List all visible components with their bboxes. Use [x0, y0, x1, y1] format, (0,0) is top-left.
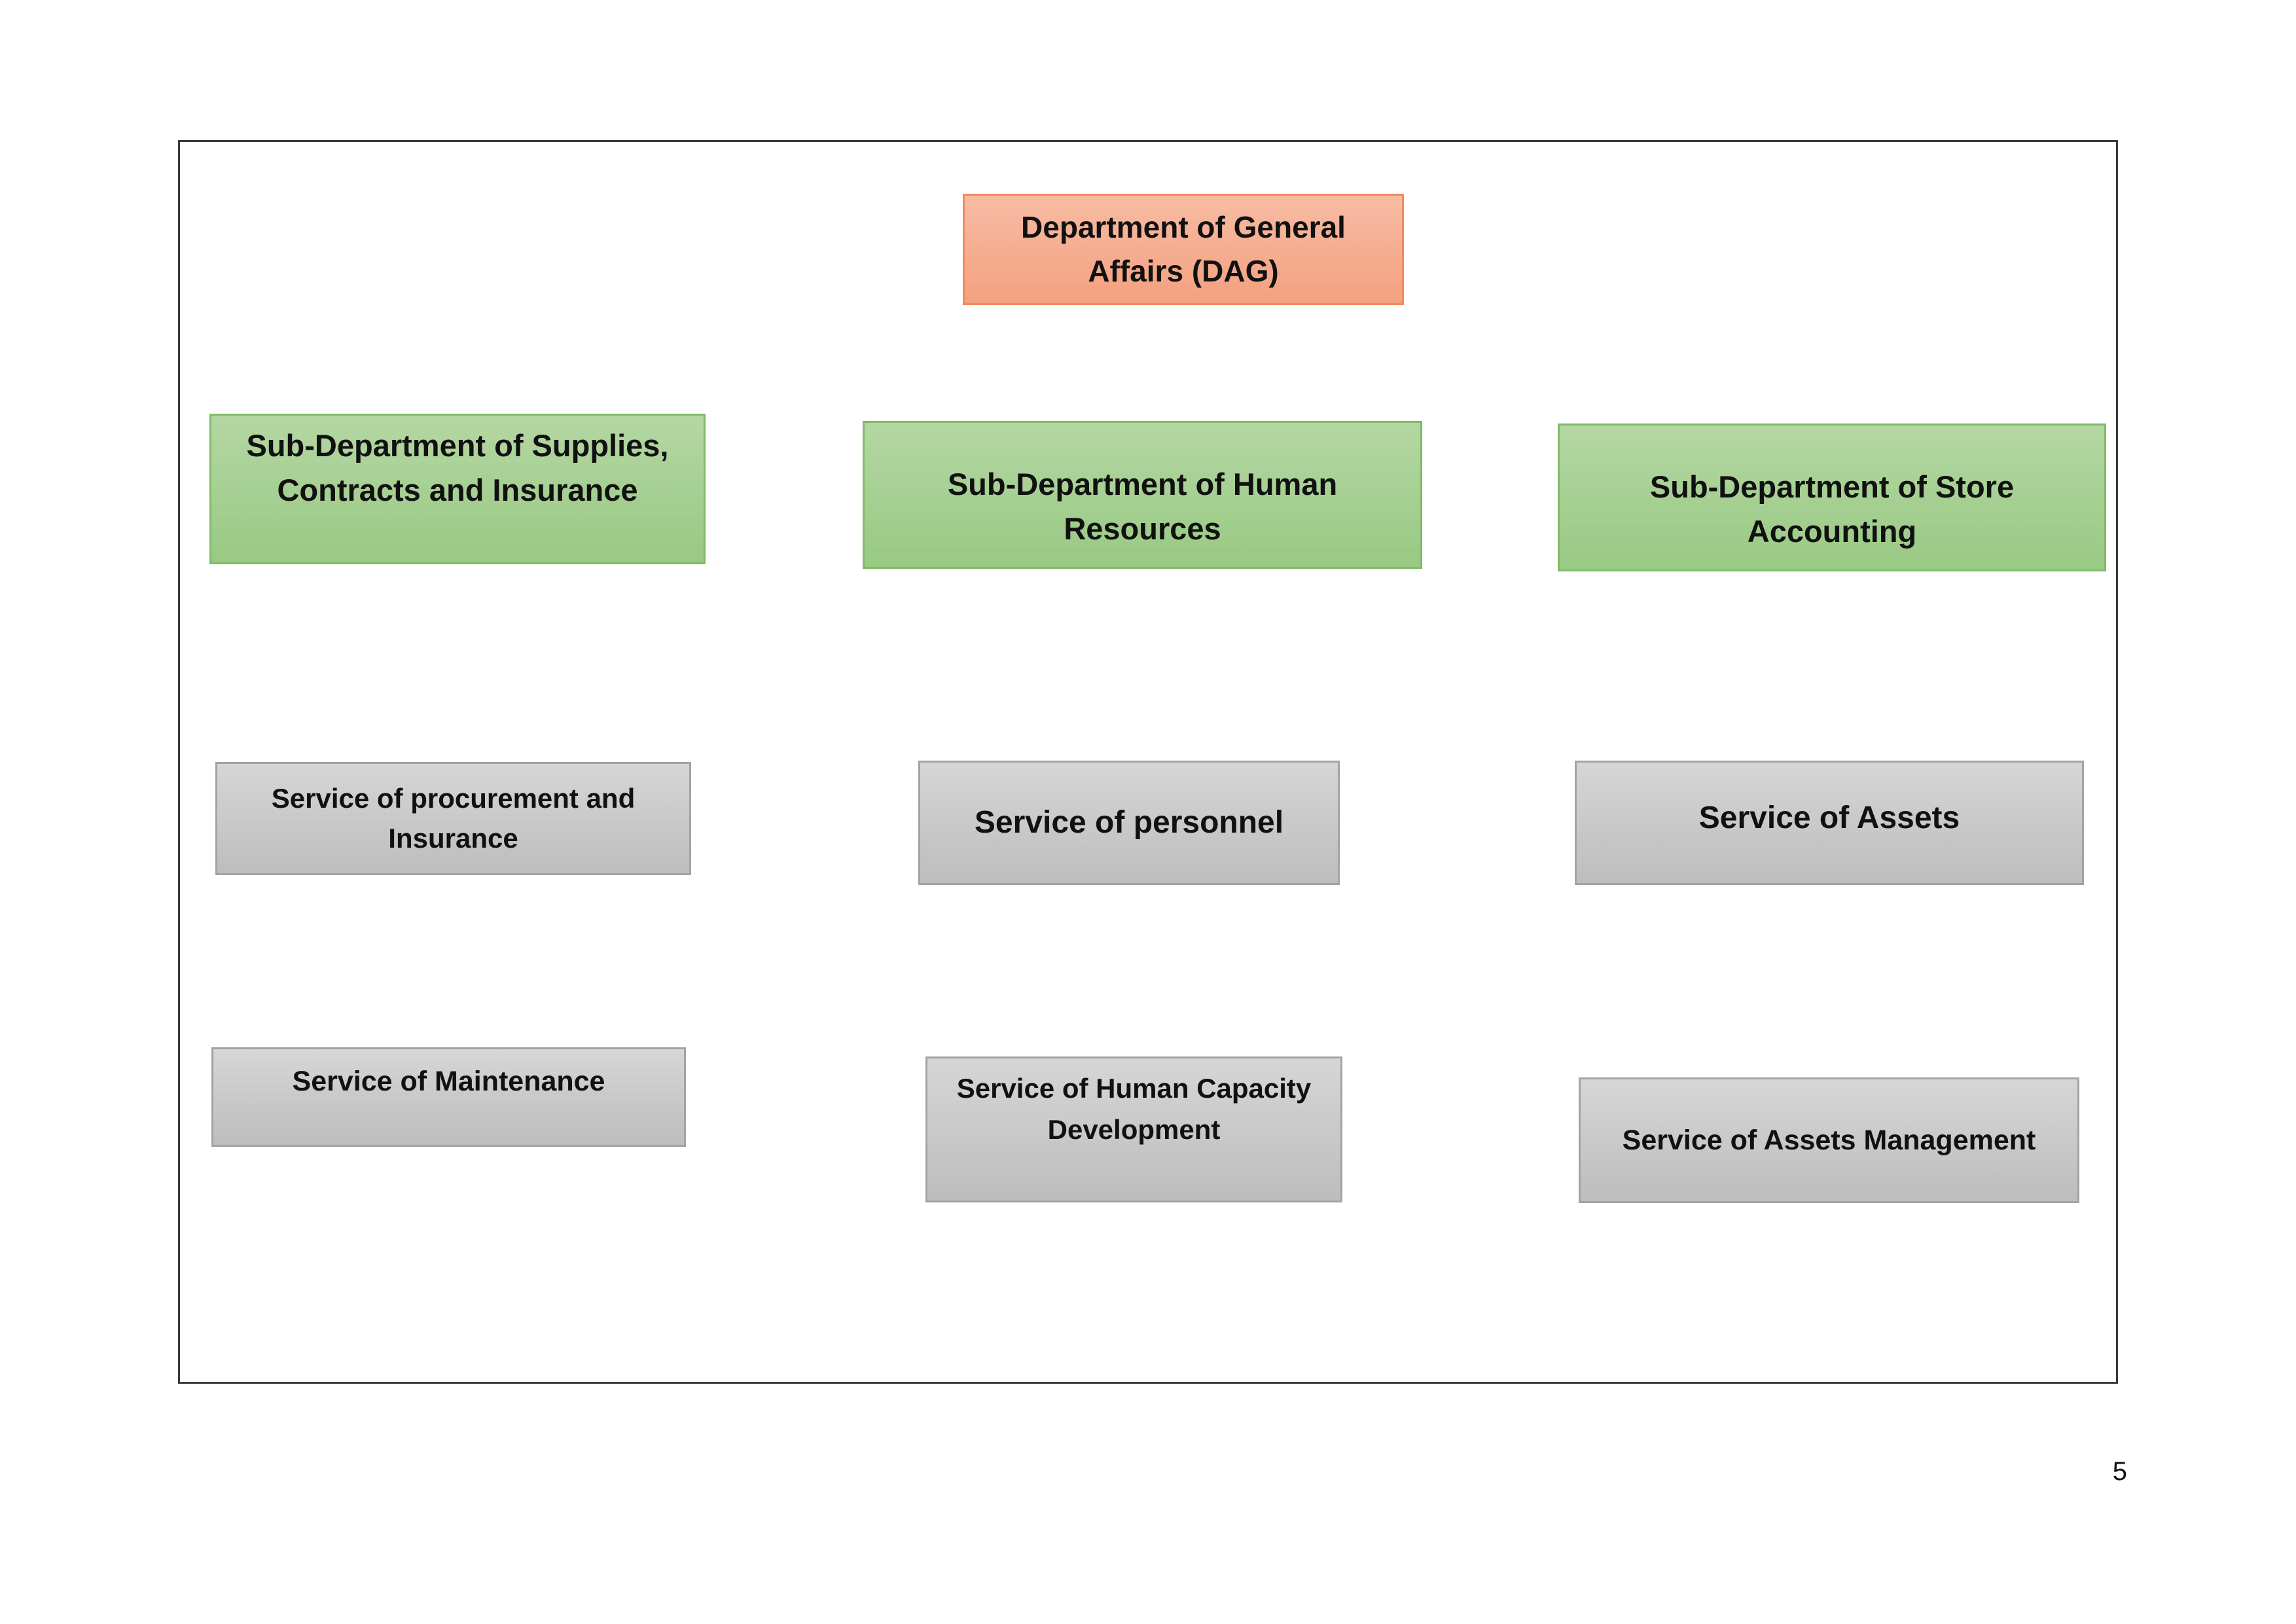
- service-personnel-label: Service of personnel: [974, 805, 1284, 840]
- service-assets-management-label: Service of Assets Management: [1622, 1124, 2036, 1156]
- sub-department-supplies-box: Sub-Department of Supplies, Contracts an…: [209, 414, 706, 564]
- service-assets-box: Service of Assets: [1575, 761, 2084, 885]
- page-number: 5: [2112, 1457, 2127, 1486]
- diagram-frame: [178, 140, 2118, 1384]
- sub-department-human-resources-box: Sub-Department of Human Resources: [863, 421, 1422, 569]
- service-procurement-insurance-box: Service of procurement and Insurance: [215, 762, 691, 875]
- department-general-affairs-label: Department of General Affairs (DAG): [1021, 210, 1346, 288]
- service-human-capacity-development-box: Service of Human Capacity Development: [925, 1056, 1342, 1202]
- service-maintenance-box: Service of Maintenance: [211, 1047, 686, 1147]
- sub-department-supplies-label: Sub-Department of Supplies, Contracts an…: [246, 428, 669, 508]
- sub-department-store-accounting-box: Sub-Department of Store Accounting: [1558, 424, 2106, 571]
- department-general-affairs-box: Department of General Affairs (DAG): [963, 194, 1404, 305]
- service-human-capacity-development-label: Service of Human Capacity Development: [956, 1073, 1312, 1145]
- service-procurement-insurance-label: Service of procurement and Insurance: [271, 782, 636, 854]
- service-assets-management-box: Service of Assets Management: [1579, 1077, 2079, 1203]
- service-assets-label: Service of Assets: [1698, 801, 1960, 835]
- service-maintenance-label: Service of Maintenance: [292, 1066, 605, 1097]
- service-personnel-box: Service of personnel: [918, 761, 1340, 885]
- sub-department-human-resources-label: Sub-Department of Human Resources: [947, 467, 1338, 547]
- sub-department-store-accounting-label: Sub-Department of Store Accounting: [1649, 469, 2015, 549]
